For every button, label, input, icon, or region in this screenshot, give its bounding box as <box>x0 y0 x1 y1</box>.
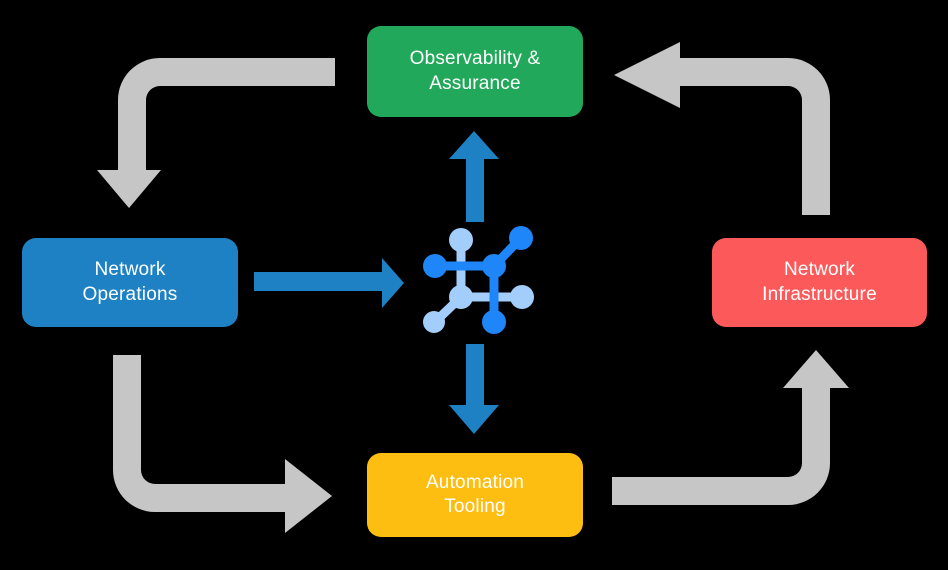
icon-node-left <box>423 254 447 278</box>
node-observability-assurance[interactable]: Observability & Assurance <box>367 26 583 117</box>
spoke-arrow-center-to-observability <box>449 131 499 222</box>
spoke-arrow-center-to-automation <box>449 344 499 434</box>
loop-arrow-automation-to-infrastructure <box>612 350 849 505</box>
node-network-operations[interactable]: Network Operations <box>22 238 238 327</box>
node-network-infrastructure[interactable]: Network Infrastructure <box>712 238 927 327</box>
icon-node-right <box>510 285 534 309</box>
node-automation-tooling-label: Automation Tooling <box>425 471 525 517</box>
node-automation-tooling[interactable]: Automation Tooling <box>367 453 583 537</box>
icon-node-hub <box>482 254 506 278</box>
node-network-infrastructure-label: Network Infrastructure <box>762 259 877 305</box>
spoke-arrow-operations-to-center <box>254 258 404 308</box>
network-topology-icon <box>423 226 534 334</box>
loop-arrow-operations-to-automation <box>113 355 332 533</box>
loop-arrow-automation-to-operations <box>97 58 335 208</box>
icon-node-top <box>449 228 473 252</box>
icon-node-lower-corner <box>423 311 445 333</box>
icon-node-bottom <box>482 310 506 334</box>
loop-arrow-infrastructure-to-observability <box>614 42 830 215</box>
icon-node-upper-right <box>509 226 533 250</box>
icon-node-bottom-left <box>449 285 473 309</box>
node-network-operations-label: Network Operations <box>82 259 178 305</box>
node-observability-assurance-label: Observability & Assurance <box>409 48 541 94</box>
